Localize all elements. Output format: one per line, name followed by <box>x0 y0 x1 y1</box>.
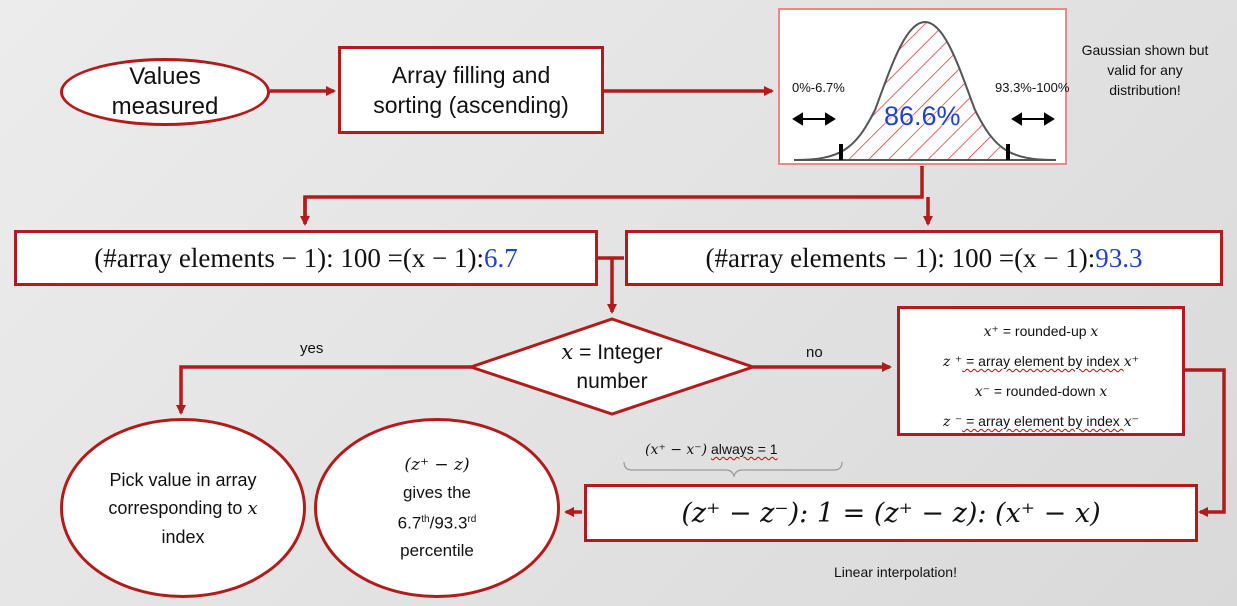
pick-value-node: Pick value in array corresponding to x i… <box>60 418 306 598</box>
right-percentile-formula: (#array elements − 1): 100 =(x − 1): 93.… <box>625 230 1223 286</box>
percentile-result-node: (z⁺ − z) gives the 6.7th/93.3rd percenti… <box>314 418 560 598</box>
arrow-yes <box>176 365 474 415</box>
left-percentile-value: 6.7 <box>484 242 518 273</box>
def-z-plus: z ⁺ = array element by index x⁺ <box>943 353 1139 370</box>
def-z-minus: z ⁻ = array element by index x⁻ <box>943 413 1139 430</box>
always-one-label: (x⁺ − x⁻) always = 1 <box>645 441 778 458</box>
center-percentage: 86.6% <box>884 101 961 131</box>
right-percentile-value: 93.3 <box>1095 242 1143 273</box>
array-filling-label: Array filling and sorting (ascending) <box>373 62 569 118</box>
linear-interpolation-label: Linear interpolation! <box>834 564 957 580</box>
gaussian-note: Gaussian shown but valid for any distrib… <box>1081 42 1209 98</box>
gaussian-panel: 0%-6.7% 93.3%-100% 86.6% <box>778 8 1070 165</box>
yes-label: yes <box>300 340 324 357</box>
no-label: no <box>806 344 823 361</box>
def-x-plus: x⁺ = rounded-up x <box>983 323 1099 340</box>
decision-label: x = Integer number <box>561 340 663 393</box>
array-filling-node: Array filling and sorting (ascending) <box>338 46 604 134</box>
arrow-gaussian-to-formulas <box>303 166 924 222</box>
gaussian-curve <box>793 20 1057 161</box>
left-tail-label: 0%-6.7% <box>792 80 845 95</box>
gaussian-curve-graphic <box>792 20 1057 161</box>
brace <box>623 461 843 478</box>
values-measured-label: Values measured <box>111 63 219 120</box>
definitions-box: x⁺ = rounded-up x z ⁺ = array element by… <box>897 306 1185 436</box>
def-x-minus: x⁻ = rounded-down x <box>974 383 1108 400</box>
values-measured-node: Values measured <box>60 58 270 126</box>
left-percentile-formula: (#array elements − 1): 100 =(x − 1): 6.7 <box>14 230 598 286</box>
interpolation-formula: (z⁺ − z⁻): 1 = (z⁺ − z): (x⁺ − x) <box>584 484 1198 542</box>
arrow-defs-to-interp <box>1184 368 1226 517</box>
right-tail-label: 93.3%-100% <box>995 80 1070 95</box>
decision-diamond <box>466 317 758 416</box>
